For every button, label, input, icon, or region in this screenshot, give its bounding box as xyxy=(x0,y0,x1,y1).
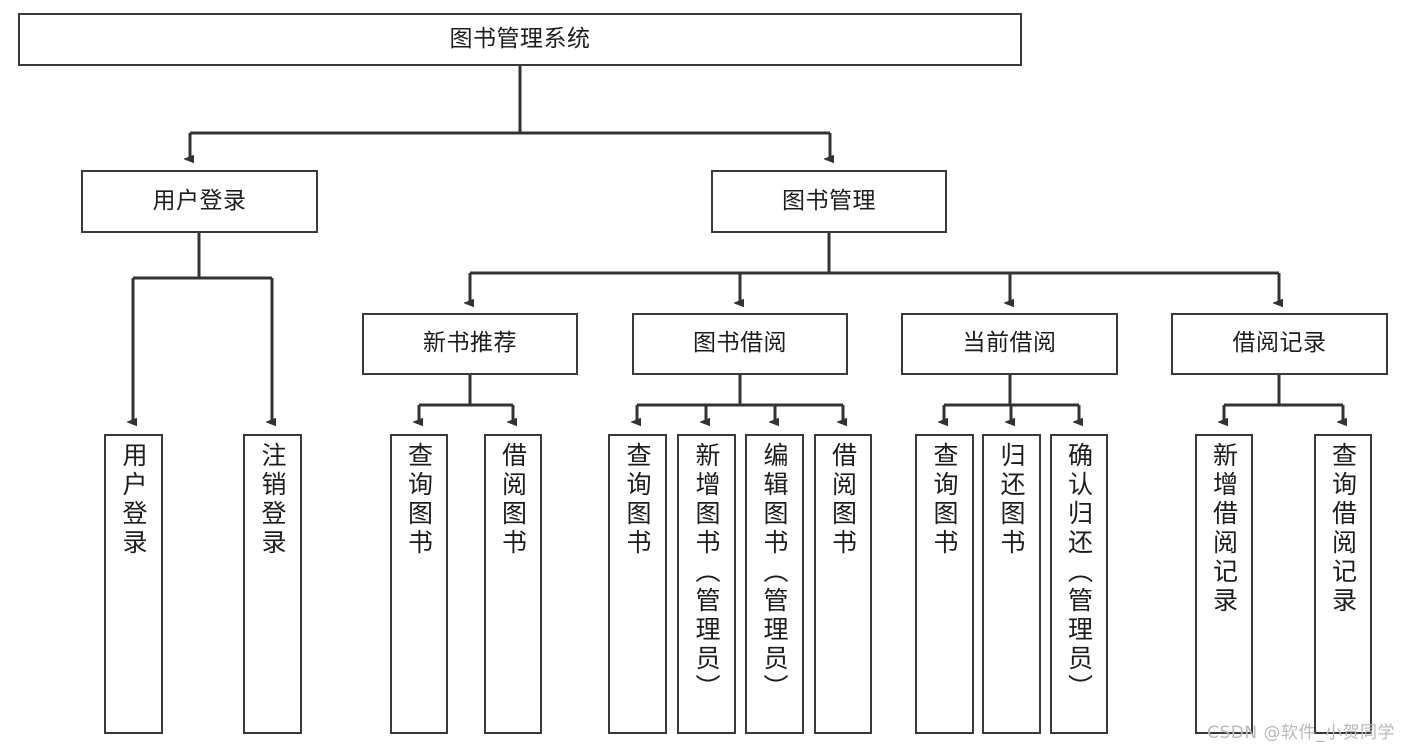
node-label: 编辑图书（管理员） xyxy=(760,442,789,703)
node-label: 用户登录 xyxy=(119,442,148,558)
node-label: 查询图书 xyxy=(623,442,652,558)
node-label: 图书管理 xyxy=(782,187,876,214)
leaf-current-query-book[interactable]: 查询图书 xyxy=(915,434,974,734)
node-label: 借阅记录 xyxy=(1232,330,1327,357)
leaf-borrow-borrow-book[interactable]: 借阅图书 xyxy=(814,434,872,734)
node-current-borrow[interactable]: 当前借阅 xyxy=(901,313,1118,375)
node-label: 查询借阅记录 xyxy=(1328,442,1358,616)
node-label: 注销登录 xyxy=(258,442,287,558)
node-label: 新增图书（管理员） xyxy=(692,442,721,703)
node-label: 借阅图书 xyxy=(828,442,858,558)
node-label: 查询图书 xyxy=(930,442,959,558)
leaf-borrow-query-book[interactable]: 查询图书 xyxy=(608,434,667,734)
node-new-book-recommend[interactable]: 新书推荐 xyxy=(362,313,578,375)
leaf-recommend-query-book[interactable]: 查询图书 xyxy=(390,434,448,734)
node-book-management[interactable]: 图书管理 xyxy=(711,170,947,233)
leaf-record-add-record[interactable]: 新增借阅记录 xyxy=(1195,434,1253,734)
node-book-borrow[interactable]: 图书借阅 xyxy=(632,313,848,375)
node-label: 借阅图书 xyxy=(498,442,528,558)
leaf-recommend-borrow-book[interactable]: 借阅图书 xyxy=(484,434,542,734)
leaf-borrow-add-book-admin[interactable]: 新增图书（管理员） xyxy=(677,434,736,734)
leaf-user-login[interactable]: 用户登录 xyxy=(104,434,163,734)
node-borrow-record[interactable]: 借阅记录 xyxy=(1171,313,1388,375)
node-label: 图书管理系统 xyxy=(449,25,591,52)
node-label: 图书借阅 xyxy=(693,330,787,357)
leaf-current-return-book[interactable]: 归还图书 xyxy=(982,434,1041,734)
node-label: 查询图书 xyxy=(404,442,434,558)
leaf-record-query-record[interactable]: 查询借阅记录 xyxy=(1314,434,1372,734)
node-label: 新书推荐 xyxy=(423,330,517,357)
node-label: 归还图书 xyxy=(997,442,1026,558)
node-label: 新增借阅记录 xyxy=(1209,442,1239,616)
leaf-current-confirm-return-admin[interactable]: 确认归还（管理员） xyxy=(1050,434,1108,734)
node-label: 确认归还（管理员） xyxy=(1064,442,1094,703)
node-label: 当前借阅 xyxy=(962,330,1057,357)
node-label: 用户登录 xyxy=(152,187,247,214)
leaf-borrow-edit-book-admin[interactable]: 编辑图书（管理员） xyxy=(745,434,804,734)
node-user-login[interactable]: 用户登录 xyxy=(81,170,318,233)
csdn-watermark: CSDN @软件_小贺同学 xyxy=(1207,723,1395,743)
leaf-user-logout[interactable]: 注销登录 xyxy=(243,434,302,734)
node-root-system[interactable]: 图书管理系统 xyxy=(18,13,1022,66)
